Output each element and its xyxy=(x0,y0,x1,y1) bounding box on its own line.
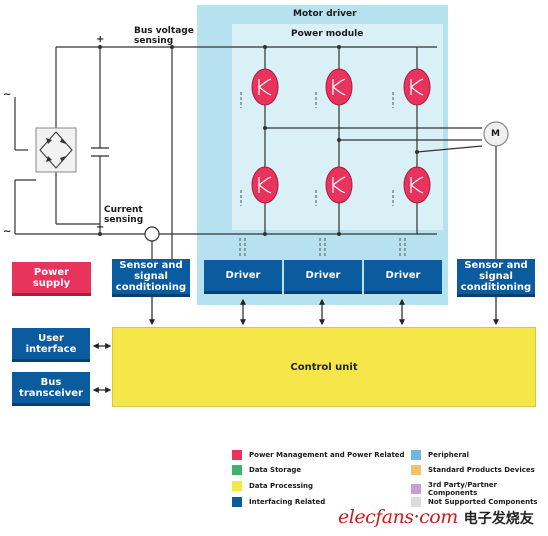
legend-label: Standard Products Devices xyxy=(428,466,535,474)
legend-swatch xyxy=(411,450,421,460)
legend-label: Data Storage xyxy=(249,466,302,474)
transistor-icon xyxy=(403,166,431,204)
bus-transceiver-block: Bus transceiver xyxy=(12,372,90,406)
driver-block-2: Driver xyxy=(284,260,362,294)
current-sensing-label: Current sensing xyxy=(104,205,144,225)
gate-signal-lines xyxy=(239,92,406,258)
motor-driver-label: Motor driver xyxy=(293,9,357,19)
legend-swatch xyxy=(411,465,421,475)
current-sensor-icon xyxy=(144,226,160,242)
ac-input-top-label: ~ xyxy=(3,89,12,100)
power-module-label: Power module xyxy=(291,29,364,39)
motor-icon xyxy=(483,121,509,147)
sensor-conditioning-right-block: Sensor and signal conditioning xyxy=(457,259,535,297)
legend-item: Not Supported Components xyxy=(411,497,538,507)
legend-swatch xyxy=(232,465,242,475)
legend-swatch xyxy=(232,497,242,507)
transistor-icon xyxy=(403,68,431,106)
legend-item: Standard Products Devices xyxy=(411,465,535,475)
power-supply-block: Power supply xyxy=(12,262,91,296)
transistor-icon xyxy=(325,68,353,106)
legend-swatch xyxy=(232,481,242,491)
legend-label: Not Supported Components xyxy=(428,498,538,506)
legend-swatch xyxy=(411,484,421,494)
junction-dots xyxy=(98,45,419,236)
driver-block-1: Driver xyxy=(204,260,282,294)
bus-voltage-sensing-label: Bus voltage sensing xyxy=(134,26,194,46)
control-unit-block: Control unit xyxy=(112,327,536,407)
legend-item: Interfacing Related xyxy=(232,497,325,507)
plus-label: + xyxy=(96,34,105,45)
sensor-conditioning-left-block: Sensor and signal conditioning xyxy=(112,259,190,297)
signal-arrows xyxy=(92,296,499,393)
legend-label: Data Processing xyxy=(249,482,314,490)
motor-label: M xyxy=(491,129,500,139)
legend-item: Power Management and Power Related xyxy=(232,450,405,460)
legend-item: Data Processing xyxy=(232,481,313,491)
driver-block-3: Driver xyxy=(364,260,442,294)
transistor-icon xyxy=(251,166,279,204)
legend-item: 3rd Party/Partner Components xyxy=(411,481,548,497)
legend-swatch xyxy=(411,497,421,507)
rectifier-bridge xyxy=(35,127,77,173)
legend-label: Interfacing Related xyxy=(249,498,326,506)
legend-label: Peripheral xyxy=(428,451,470,459)
minus-label: − xyxy=(96,222,105,233)
legend-item: Peripheral xyxy=(411,450,469,460)
transistor-group xyxy=(251,68,431,204)
legend-swatch xyxy=(232,450,242,460)
user-interface-block: User interface xyxy=(12,328,90,362)
legend-label: Power Management and Power Related xyxy=(249,451,405,459)
transistor-icon xyxy=(251,68,279,106)
transistor-icon xyxy=(325,166,353,204)
legend-label: 3rd Party/Partner Components xyxy=(428,481,498,497)
ac-input-bottom-label: ~ xyxy=(3,226,12,237)
legend-item: Data Storage xyxy=(232,465,301,475)
elecfans-watermark: elecfans·com 电子发烧友 xyxy=(338,506,534,528)
